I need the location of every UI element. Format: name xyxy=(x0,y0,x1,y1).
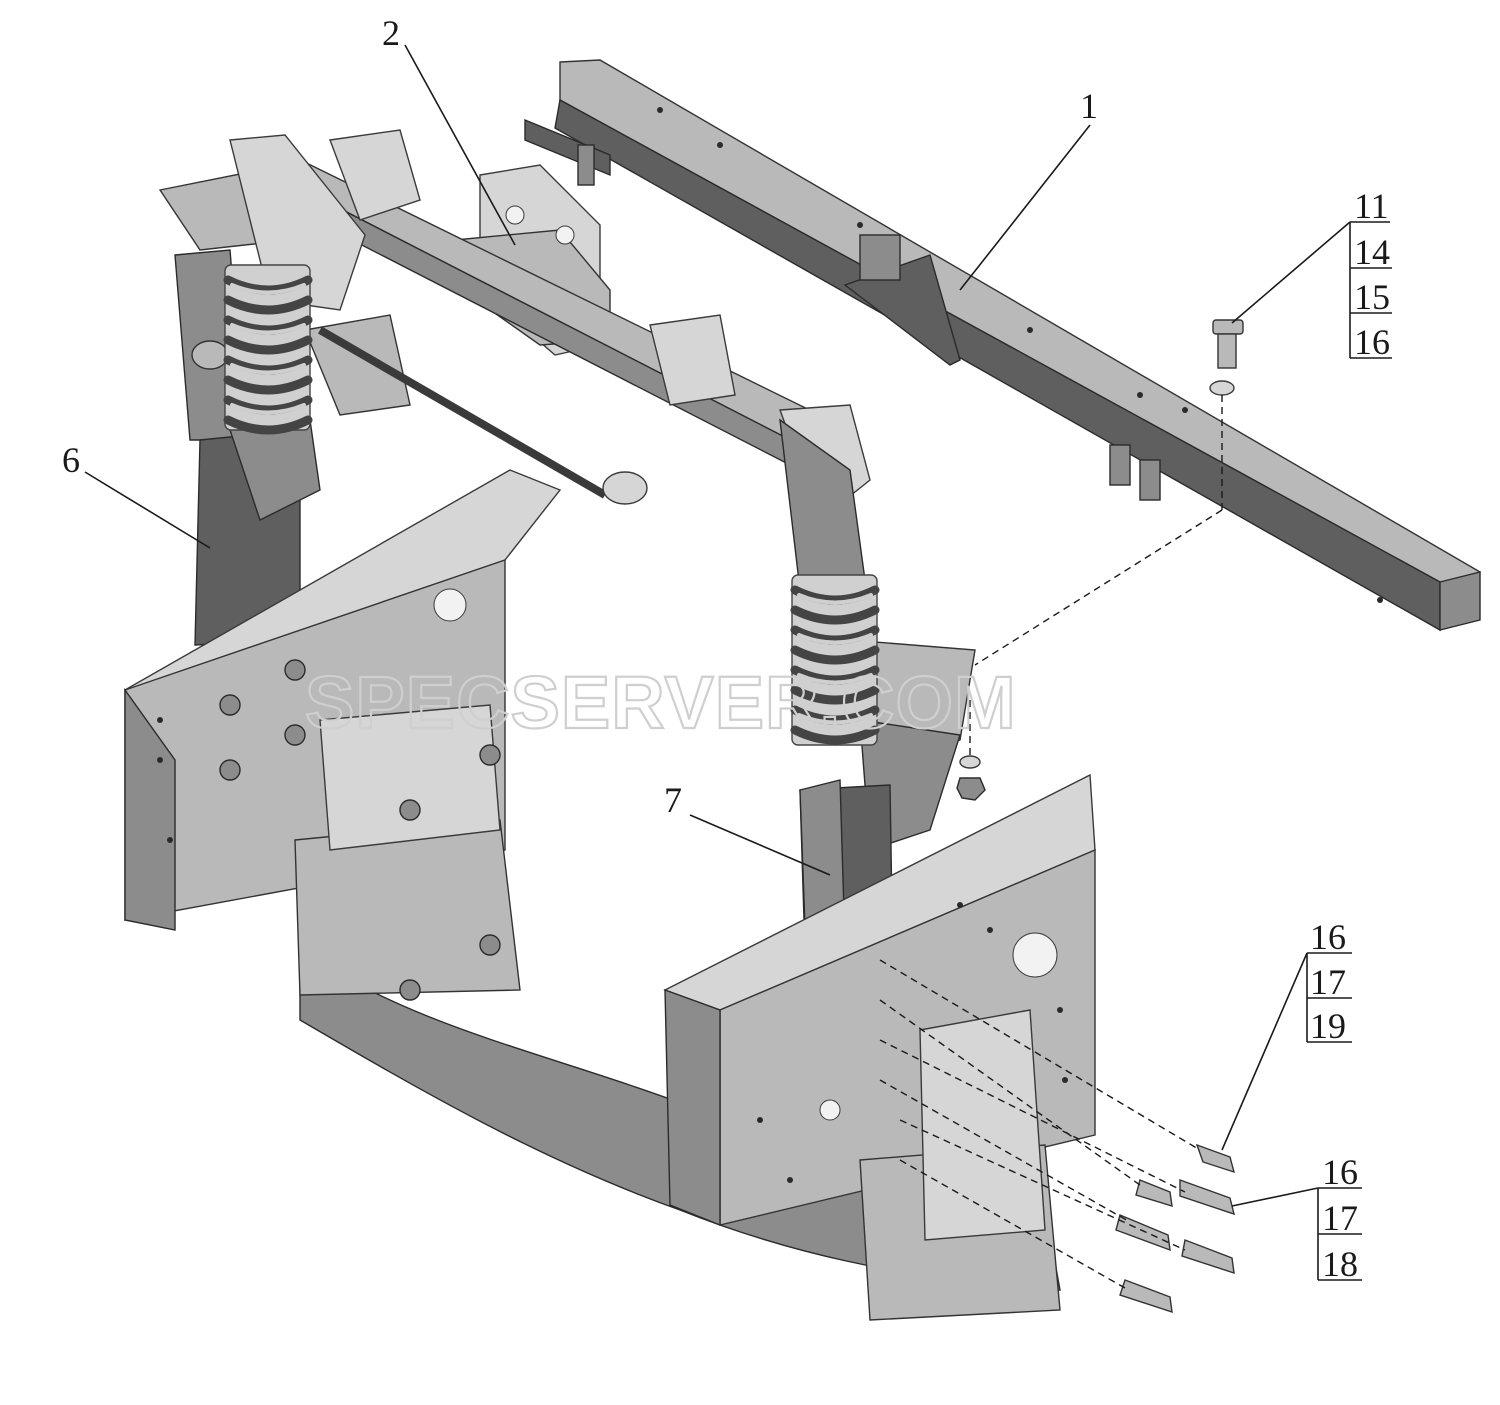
callout-label-16c: 16 xyxy=(1322,1152,1358,1192)
callout-label-15: 15 xyxy=(1354,277,1390,317)
callout-2: 2 xyxy=(382,13,516,246)
explode-lines xyxy=(879,395,1223,1289)
lower-frame xyxy=(123,469,1096,1321)
fasteners-16-17-18 xyxy=(1115,1179,1235,1314)
callout-group-16-17-18: 16 17 18 xyxy=(1231,1152,1362,1284)
fasteners-11-14-15-16 xyxy=(956,319,1244,801)
callout-label-16b: 16 xyxy=(1310,917,1346,957)
callout-group-16-17-19: 16 17 19 xyxy=(1221,917,1352,1151)
callout-6: 6 xyxy=(62,440,211,549)
callout-label-1: 1 xyxy=(1080,86,1098,126)
callout-label-14: 14 xyxy=(1354,232,1390,272)
callout-1: 1 xyxy=(959,86,1098,291)
callout-label-7: 7 xyxy=(664,780,682,820)
left-coil-spring xyxy=(223,264,313,435)
callout-label-18: 18 xyxy=(1322,1244,1358,1284)
fasteners-16-17-19 xyxy=(1135,1143,1236,1207)
callout-7: 7 xyxy=(664,780,831,876)
upper-torsion-tube xyxy=(244,129,832,471)
callout-label-17a: 17 xyxy=(1310,962,1346,1002)
callout-label-11: 11 xyxy=(1354,186,1389,226)
right-coil-spring xyxy=(790,574,880,746)
callout-label-2: 2 xyxy=(382,13,400,53)
callout-group-11-14-15-16: 11 14 15 16 xyxy=(1231,186,1392,362)
part-1-cross-rail xyxy=(524,59,1481,632)
watermark-text: SPECSERVER.COM xyxy=(305,661,1017,744)
callout-label-17b: 17 xyxy=(1322,1198,1358,1238)
callout-label-16a: 16 xyxy=(1354,322,1390,362)
callout-label-19: 19 xyxy=(1310,1006,1346,1046)
callout-label-6: 6 xyxy=(62,440,80,480)
